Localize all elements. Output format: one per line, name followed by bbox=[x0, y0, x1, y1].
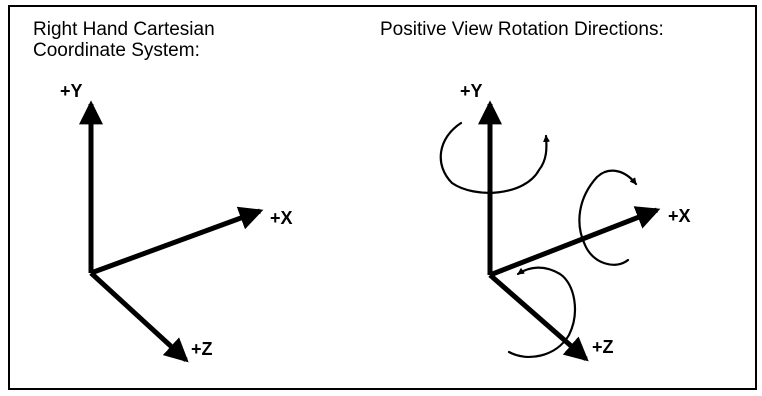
right-y-label: +Y bbox=[460, 81, 483, 101]
left-x-label: +X bbox=[270, 208, 293, 228]
diagram-frame bbox=[8, 5, 757, 390]
z-rotation-arrow bbox=[507, 266, 576, 359]
right-coordinate-system: +Y +X +Z bbox=[439, 81, 691, 362]
right-panel-title: Positive View Rotation Directions: bbox=[380, 19, 664, 40]
left-title-line-2: Coordinate System: bbox=[33, 40, 200, 61]
left-x-axis bbox=[90, 206, 264, 276]
left-y-label: +Y bbox=[60, 81, 83, 101]
left-z-axis bbox=[89, 271, 189, 363]
y-rotation-arrow bbox=[439, 121, 551, 194]
left-coordinate-system: +Y +X +Z bbox=[60, 81, 293, 363]
left-z-label: +Z bbox=[191, 339, 213, 359]
right-x-label: +X bbox=[668, 206, 691, 226]
x-rotation-arrow bbox=[578, 169, 638, 266]
left-title-line-1: Right Hand Cartesian bbox=[33, 19, 215, 40]
right-x-axis bbox=[489, 206, 661, 278]
left-panel-title: Right Hand Cartesian Coordinate System: bbox=[33, 19, 279, 61]
right-z-axis bbox=[488, 273, 589, 362]
right-z-label: +Z bbox=[592, 337, 614, 357]
